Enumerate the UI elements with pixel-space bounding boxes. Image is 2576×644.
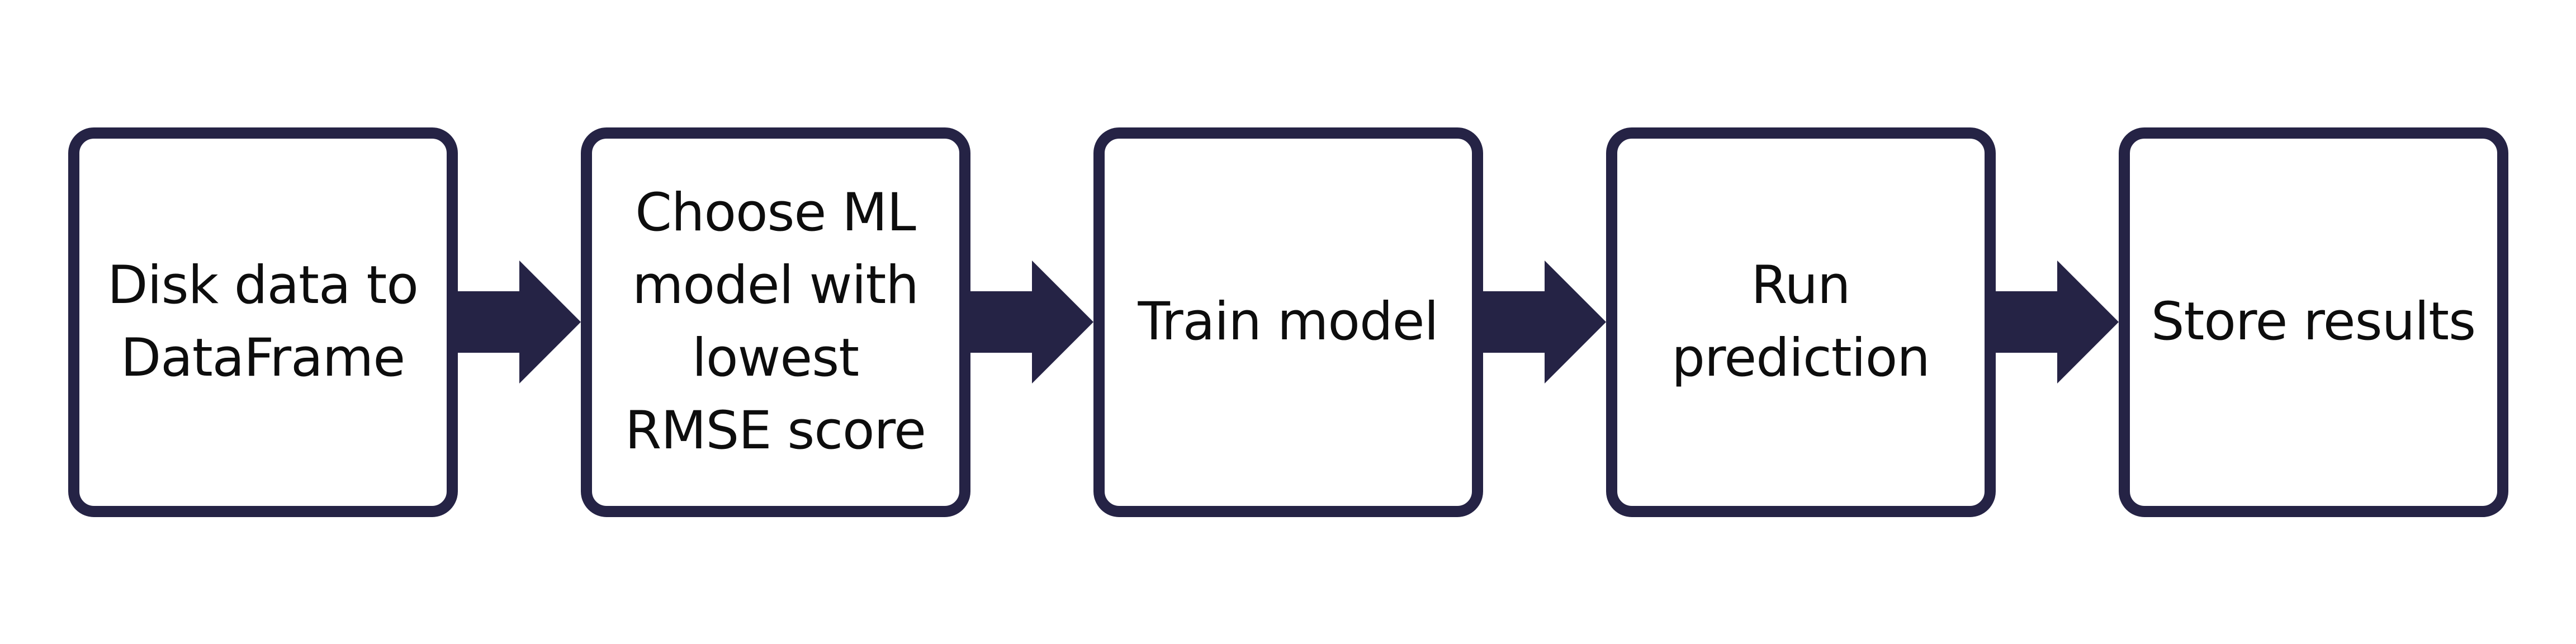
arrow-right-icon [1995,261,2119,383]
flow-step-run-prediction: Run prediction [1606,127,1996,517]
arrow-right-shape [457,261,581,383]
flow-step-store-results: Store results [2118,127,2508,517]
flow-step-label: Run prediction [1671,255,1930,389]
arrow-right-shape [1483,261,1606,383]
arrow-right-icon [457,261,581,383]
arrow-right-icon [1483,261,1606,383]
flow-step-label: Train model [1138,291,1438,352]
flow-step-label: Disk data to DataFrame [107,255,419,389]
flow-step-disk-data-to-dataframe: Disk data to DataFrame [68,127,458,517]
arrow-right-shape [1995,261,2119,383]
arrow-right-shape [970,261,1093,383]
flow-step-choose-ml-model: Choose ML model with lowest RMSE score [580,127,970,517]
flow-step-train-model: Train model [1093,127,1483,517]
arrow-right-icon [970,261,1093,383]
flow-step-label: Store results [2151,291,2476,352]
flow-step-label: Choose ML model with lowest RMSE score [625,182,926,461]
